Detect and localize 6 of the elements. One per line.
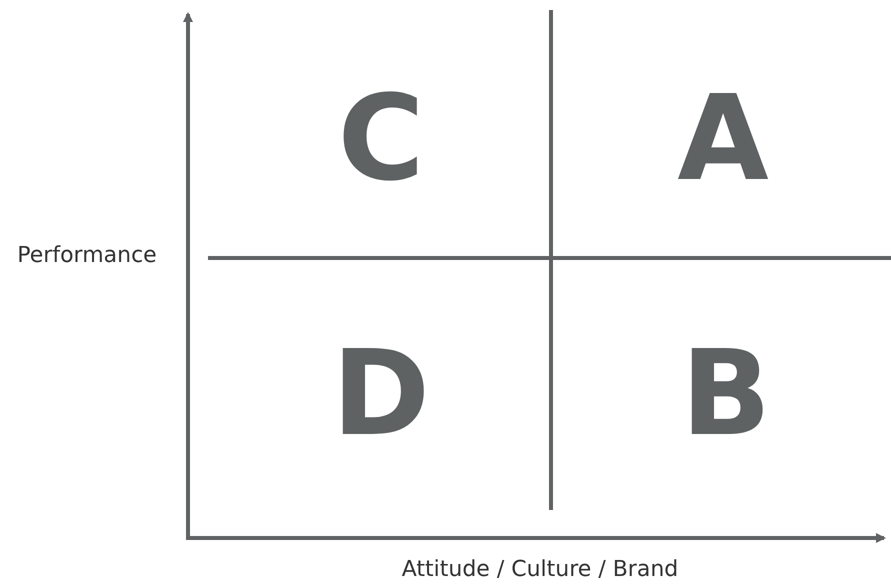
axis-label: Performance [17, 245, 157, 267]
quadrant-letter: D [332, 334, 430, 452]
quadrant-letter: A [677, 79, 769, 197]
quadrant-letter: C [338, 79, 424, 197]
axis-label: Attitude / Culture / Brand [402, 559, 678, 581]
quadrant-letter: B [681, 334, 771, 452]
